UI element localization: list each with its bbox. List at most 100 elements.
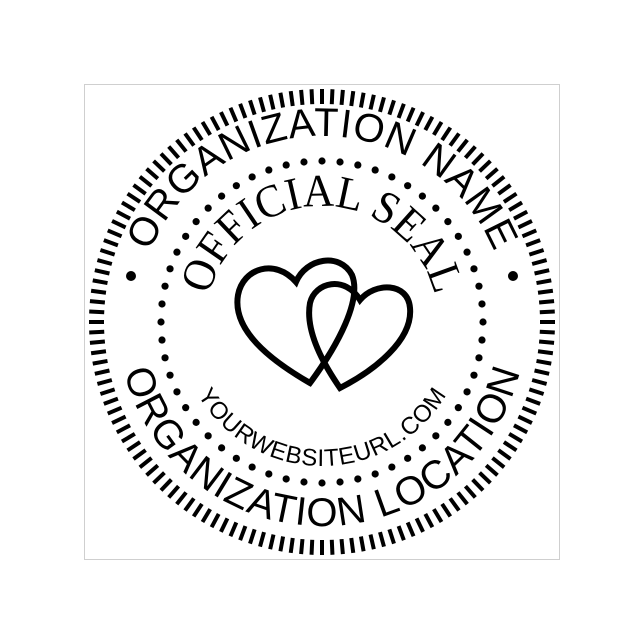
tick-mark — [537, 288, 554, 295]
tick-mark — [387, 528, 396, 545]
tick-mark — [219, 111, 230, 127]
tick-mark — [432, 120, 444, 136]
tick-mark — [248, 528, 257, 545]
tick-mark — [538, 339, 555, 345]
tick-mark — [89, 339, 106, 345]
tick-mark — [484, 167, 499, 181]
tick-mark — [145, 463, 160, 477]
tick-mark — [278, 536, 286, 552]
tick-mark — [132, 183, 147, 196]
ring-dot — [182, 404, 190, 412]
tick-mark — [349, 90, 356, 107]
ring-dot — [454, 232, 462, 240]
ring-dot — [248, 463, 256, 471]
tick-mark — [536, 278, 552, 286]
tick-mark — [513, 423, 529, 435]
tick-mark — [90, 288, 107, 295]
ring-dot — [388, 173, 396, 181]
ring-dot — [404, 182, 412, 190]
tick-mark — [138, 175, 153, 188]
tick-mark — [508, 432, 524, 444]
separator-dot-left — [126, 271, 136, 281]
ring-dot — [404, 454, 412, 462]
tick-mark — [167, 484, 181, 499]
tick-mark — [448, 497, 461, 512]
ring-dot — [444, 218, 452, 226]
tick-mark — [299, 538, 305, 555]
tick-mark — [309, 89, 315, 105]
ring-dot — [354, 475, 362, 483]
tick-mark — [497, 183, 512, 196]
tick-mark — [238, 103, 248, 119]
tick-mark — [268, 534, 276, 550]
tick-mark — [92, 358, 108, 366]
tick-mark — [378, 531, 386, 548]
ring-dot — [479, 318, 487, 326]
tick-mark — [103, 238, 119, 248]
tick-mark — [126, 440, 142, 453]
ring-dot — [444, 418, 452, 426]
tick-mark — [531, 378, 548, 386]
ring-dot — [161, 354, 169, 362]
tick-mark — [508, 200, 524, 212]
ring-dot — [463, 388, 471, 396]
tick-mark — [106, 405, 123, 416]
tick-mark — [152, 471, 166, 485]
tick-mark — [440, 502, 453, 518]
tick-mark — [103, 396, 119, 406]
tick-mark — [497, 448, 512, 461]
tick-mark — [329, 539, 335, 555]
tick-mark — [89, 309, 105, 315]
separator-dot-right — [508, 271, 518, 281]
tick-mark — [89, 329, 105, 335]
tick-mark — [92, 278, 108, 286]
ring-dot — [300, 478, 308, 486]
tick-mark — [89, 299, 106, 305]
ring-dot — [182, 232, 190, 240]
tick-mark — [132, 448, 147, 461]
tick-mark — [513, 209, 529, 221]
tick-mark — [238, 525, 248, 541]
tick-mark — [175, 138, 188, 153]
tick-mark — [115, 423, 131, 435]
ring-dot — [218, 192, 226, 200]
tick-mark — [99, 248, 116, 257]
ring-dot — [173, 248, 181, 256]
tick-mark — [120, 432, 136, 444]
tick-mark — [96, 378, 113, 386]
tick-mark — [478, 159, 492, 173]
tick-mark — [99, 387, 116, 396]
tick-mark — [228, 521, 239, 538]
tick-mark — [471, 152, 485, 166]
ring-dot — [282, 475, 290, 483]
tick-mark — [349, 537, 356, 554]
tick-mark — [536, 358, 552, 366]
tick-mark — [309, 539, 315, 555]
ring-dot — [475, 354, 483, 362]
tick-mark — [368, 94, 376, 110]
tick-mark — [484, 463, 499, 477]
ring-dot — [232, 182, 240, 190]
ring-dot — [204, 204, 212, 212]
ring-dot — [173, 388, 181, 396]
tick-mark — [96, 258, 113, 266]
tick-mark — [90, 349, 107, 356]
tick-mark — [396, 525, 406, 541]
tick-mark — [111, 219, 127, 230]
ring-dot — [336, 478, 344, 486]
ring-dot — [318, 479, 326, 487]
ring-dot — [158, 300, 166, 308]
tick-mark — [191, 126, 204, 142]
interlocked-hearts-icon — [234, 257, 414, 392]
tick-mark — [288, 90, 295, 107]
tick-mark — [531, 258, 548, 266]
ring-dot — [432, 204, 440, 212]
ring-dot — [354, 161, 362, 169]
tick-mark — [191, 502, 204, 518]
ring-dot — [166, 371, 174, 379]
ring-dot — [432, 432, 440, 440]
ring-dot — [388, 463, 396, 471]
tick-mark — [200, 120, 212, 136]
tick-mark — [525, 396, 541, 406]
